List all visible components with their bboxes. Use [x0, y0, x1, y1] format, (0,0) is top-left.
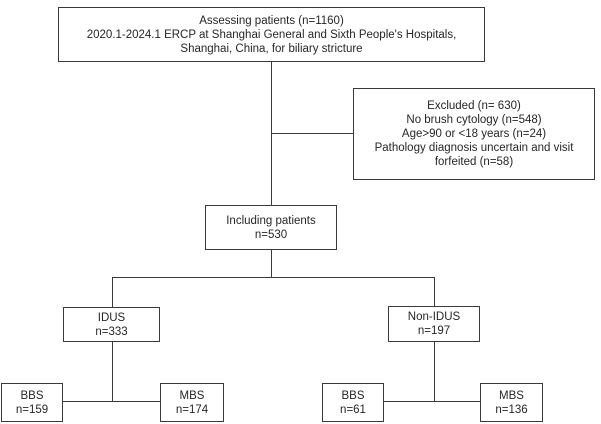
connector-idus-down	[111, 342, 113, 402]
idus-bbs-box: BBS n=159	[1, 383, 63, 422]
non-idus-mbs-box: MBS n=136	[480, 383, 543, 422]
assessing-line-3: Shanghai, China, for biliary stricture	[180, 42, 363, 55]
including-count: n=530	[254, 228, 288, 241]
idus-label: IDUS	[97, 311, 126, 324]
idus-count: n=333	[95, 325, 128, 338]
excluded-line-4: Pathology diagnosis uncertain and visit …	[374, 142, 574, 168]
including-label: Including patients	[226, 214, 316, 227]
non-idus-bbs-label: BBS	[341, 389, 365, 402]
connector-including-down	[270, 250, 272, 278]
non-idus-mbs-count: n=136	[495, 403, 528, 416]
non-idus-label: Non-IDUS	[407, 311, 461, 323]
connector-to-idus	[111, 277, 113, 307]
non-idus-bbs-box: BBS n=61	[322, 383, 384, 422]
assessing-line-1: Assessing patients (n=1160)	[199, 14, 344, 27]
idus-bbs-count: n=159	[15, 403, 49, 416]
idus-box: IDUS n=333	[63, 307, 160, 342]
assessing-line-2: 2020.1-2024.1 ERCP at Shanghai General a…	[86, 28, 457, 41]
excluded-line-3: Age>90 or <18 years (n=24)	[401, 128, 547, 140]
idus-mbs-count: n=174	[175, 403, 209, 416]
connector-non-idus-down	[433, 342, 435, 402]
connector-to-excluded	[271, 132, 353, 134]
idus-mbs-label: MBS	[179, 389, 205, 402]
connector-split-horizontal	[111, 276, 435, 278]
non-idus-bbs-count: n=61	[340, 403, 366, 416]
connector-idus-children	[63, 400, 160, 402]
including-patients-box: Including patients n=530	[205, 205, 337, 250]
non-idus-count: n=197	[417, 325, 451, 337]
connector-to-non-idus	[433, 277, 435, 306]
excluded-box: Excluded (n= 630) No brush cytology (n=5…	[353, 88, 595, 180]
excluded-line-2: No brush cytology (n=548)	[406, 114, 542, 126]
non-idus-box: Non-IDUS n=197	[388, 306, 480, 342]
non-idus-mbs-label: MBS	[499, 389, 524, 402]
assessing-patients-box: Assessing patients (n=1160) 2020.1-2024.…	[58, 7, 485, 62]
connector-non-idus-children	[384, 400, 480, 402]
idus-mbs-box: MBS n=174	[160, 383, 224, 422]
idus-bbs-label: BBS	[20, 389, 44, 402]
excluded-line-1: Excluded (n= 630)	[427, 100, 521, 112]
